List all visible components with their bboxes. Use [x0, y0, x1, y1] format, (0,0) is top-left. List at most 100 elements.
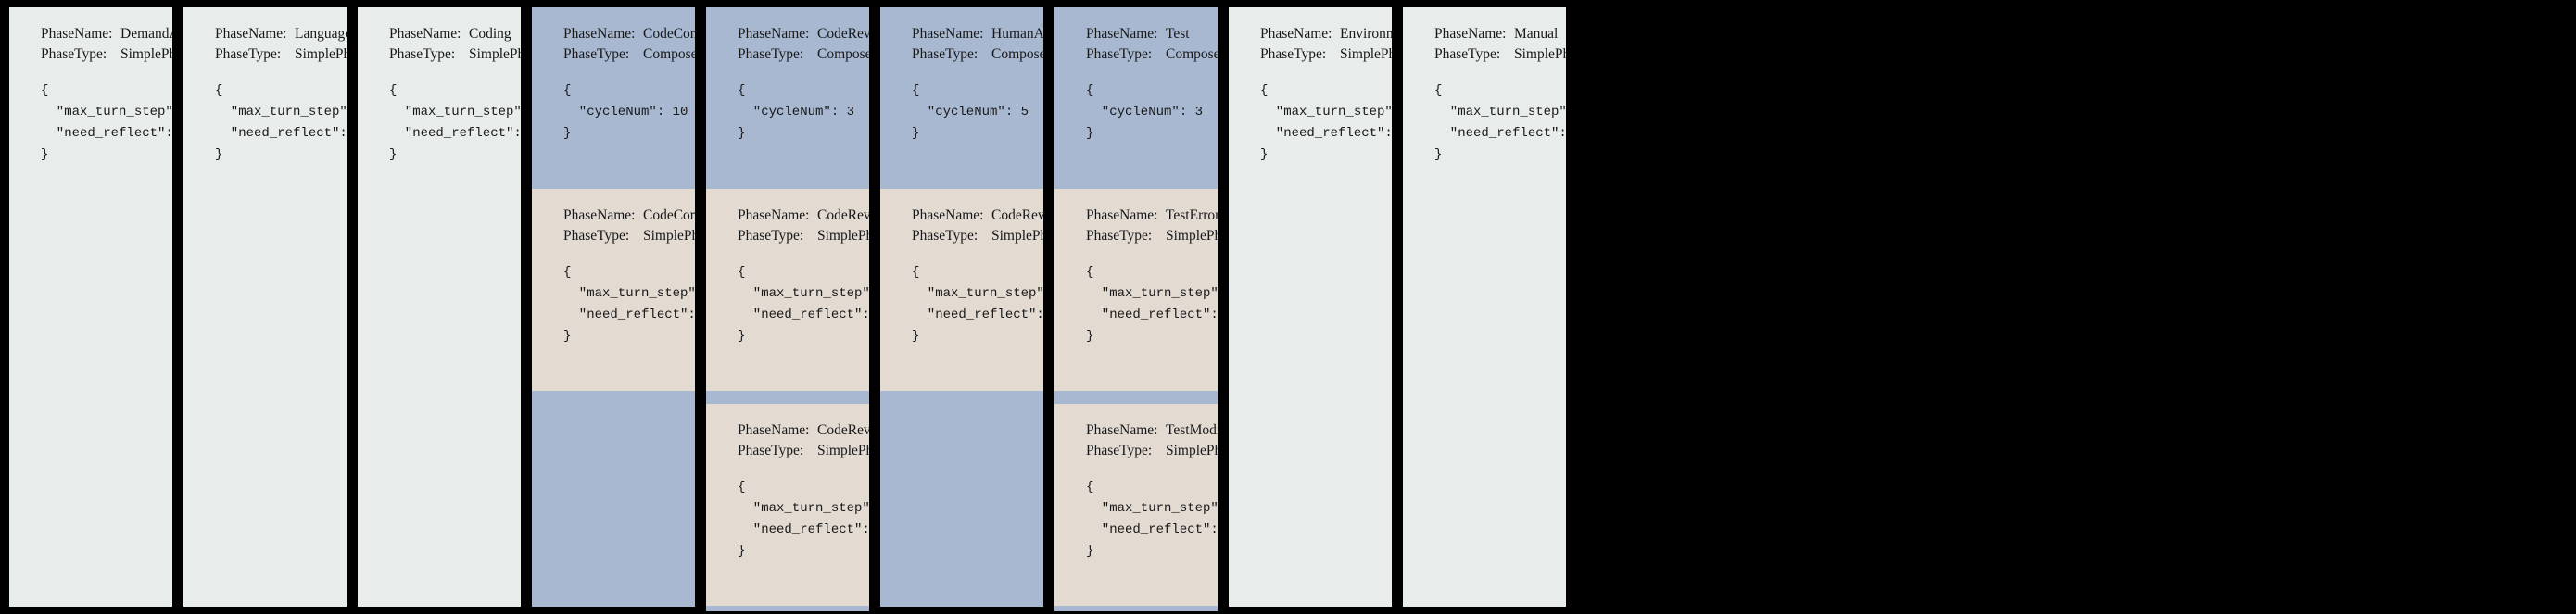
json-line: { [738, 265, 746, 280]
json-line: "max_turn_step": 1, [578, 285, 695, 301]
phase-config-json: { "max_turn_step": 1, "need_reflect": "F… [1086, 262, 1218, 347]
phase-meta-value-type: SimplePhase [295, 46, 347, 62]
phase-column-languagechoose[interactable]: PhaseName:LanguageChoosePhaseType:Simple… [183, 7, 347, 607]
phase-meta-value-type: ComposedPhase [643, 46, 695, 62]
phase-meta-label-name: PhaseName: [1086, 207, 1158, 223]
json-line: { [1434, 83, 1443, 98]
sub-phase-card-codecomplete[interactable]: PhaseName:CodeCompletePhaseType:SimplePh… [532, 189, 695, 391]
phase-meta-label-type: PhaseType: [738, 443, 804, 458]
phase-config-json: { "max_turn_step": 1, "need_reflect": "F… [1086, 477, 1218, 562]
json-line: } [389, 146, 398, 162]
phase-meta-value-type: SimplePhase [1514, 46, 1566, 62]
json-line: "max_turn_step": 1, [404, 104, 521, 119]
phase-meta-label-type: PhaseType: [912, 46, 979, 62]
phase-meta-label-name: PhaseName: [738, 207, 810, 223]
phase-column-environmentdoc[interactable]: PhaseName:EnvironmentDocPhaseType:Simple… [1229, 7, 1392, 607]
phase-meta-label-name: PhaseName: [563, 26, 636, 42]
sub-phase-card-codereviewmodification[interactable]: PhaseName:CodeReviewModificationPhaseTyp… [706, 404, 869, 606]
phase-meta-row-name: PhaseName:Manual [1434, 24, 1566, 44]
phase-meta-value-name: CodeReview [817, 26, 869, 42]
phase-meta-value-type: ComposedPhase [817, 46, 869, 62]
json-line: } [215, 146, 223, 162]
phase-meta-row-type: PhaseType:SimplePhase [1086, 226, 1218, 246]
column-separator [172, 7, 183, 607]
phase-config-json: { "cycleNum": 10} [563, 81, 695, 144]
json-line: "max_turn_step": 1, [1275, 104, 1392, 119]
json-line: } [738, 543, 746, 558]
phase-meta-value-type: SimplePhase [817, 228, 869, 244]
phase-meta-value-type: SimplePhase [817, 443, 869, 458]
json-line: "cycleNum": 5 [912, 104, 1029, 119]
phase-meta-row-type: PhaseType: SimplePhase [738, 441, 869, 461]
simple-phase-card[interactable]: PhaseName:DemandAnalysisPhaseType: Simple… [9, 7, 172, 607]
phase-meta-row-type: PhaseType:SimplePhase [1086, 441, 1218, 461]
phase-meta-row-name: PhaseName:DemandAnalysis [41, 24, 172, 44]
phase-meta-row-name: PhaseName:CodeComplete [563, 206, 695, 226]
simple-phase-card[interactable]: PhaseName:LanguageChoosePhaseType:Simple… [183, 7, 347, 607]
column-separator [869, 7, 880, 607]
json-line: "max_turn_step": 1, [1101, 500, 1218, 516]
phase-meta-row-type: PhaseType:SimplePhase [215, 44, 347, 65]
column-separator [347, 7, 358, 607]
phase-column-codecompleteall[interactable]: PhaseName: CodeCompleteAllPhaseType: Compo… [532, 7, 695, 607]
json-line: "need_reflect": "False" [752, 521, 869, 537]
phase-meta-row-name: PhaseName:TestModification [1086, 420, 1218, 441]
phase-meta-label-type: PhaseType: [389, 46, 456, 62]
json-line: } [1260, 146, 1269, 162]
json-line: "max_turn_step": 1, [752, 500, 869, 516]
json-line: "need_reflect": "True" [1275, 125, 1392, 141]
phase-meta-value-type: ComposedPhase [1166, 46, 1218, 62]
phase-meta-value-type: SimplePhase [991, 228, 1043, 244]
json-line: "need_reflect": "False" [1101, 521, 1218, 537]
phase-meta-value-type: ComposedPhase [991, 46, 1043, 62]
column-separator [1392, 7, 1403, 607]
phase-column-demandanalysis[interactable]: PhaseName:DemandAnalysisPhaseType: Simple… [9, 7, 172, 607]
composed-phase-card[interactable]: PhaseName:CodeCompleteAllPhaseType:Compo… [532, 7, 695, 189]
phase-meta-label-type: PhaseType: [1086, 228, 1153, 244]
json-line: "need_reflect": "False" [1449, 125, 1566, 141]
phase-meta-value-name: Coding [469, 26, 511, 42]
json-line: } [1086, 125, 1094, 141]
json-line: } [738, 328, 746, 344]
phase-meta-row-name: PhaseName:LanguageChoose [215, 24, 347, 44]
phase-meta-label-type: PhaseType: [41, 46, 107, 62]
sub-phase-card-testmodification[interactable]: PhaseName:TestModificationPhaseType:Simp… [1054, 404, 1218, 606]
composed-phase-card[interactable]: PhaseName:CodeReviewPhaseType:ComposedPh… [706, 7, 869, 189]
phase-meta-value-name: CodeCompleteAll [643, 26, 695, 42]
phase-meta-label-type: PhaseType: [1086, 443, 1153, 458]
phase-config-json: { "max_turn_step": -1, "need_reflect": "… [215, 81, 347, 166]
phase-meta-row-type: PhaseType:SimplePhase [912, 226, 1043, 246]
simple-phase-card[interactable]: PhaseName:EnvironmentDocPhaseType:Simple… [1229, 7, 1392, 607]
phase-meta-value-type: SimplePhase [120, 46, 172, 62]
json-line: { [215, 83, 223, 98]
phase-meta-label-name: PhaseName: [1086, 422, 1158, 438]
phase-meta-row-type: PhaseType:ComposedPhase [738, 44, 869, 65]
composed-phase-tail-strip [532, 391, 695, 607]
phase-meta-label-type: PhaseType: [563, 228, 630, 244]
json-line: "cycleNum": 10 [563, 104, 688, 119]
phase-column-humanagentinteraction[interactable]: PhaseName:HumanAgentInteractionPhaseType… [880, 7, 1043, 607]
phase-config-json: { "cycleNum": 3} [1086, 81, 1218, 144]
phase-meta-label-name: PhaseName: [738, 422, 810, 438]
json-line: "max_turn_step": -1, [56, 104, 172, 119]
phase-meta-row-type: PhaseType:SimplePhase [389, 44, 521, 65]
json-line: } [912, 328, 920, 344]
phase-column-codereview[interactable]: PhaseName:CodeReviewPhaseType:ComposedPh… [706, 7, 869, 611]
json-line: { [1086, 83, 1094, 98]
sub-phase-card-codereviewhuman[interactable]: PhaseName:CodeReviewHumanPhaseType:Simpl… [880, 189, 1043, 391]
phase-meta-row-type: PhaseType:SimplePhase [1434, 44, 1566, 65]
composed-phase-card[interactable]: PhaseName:HumanAgentInteractionPhaseType… [880, 7, 1043, 189]
phase-meta-label-type: PhaseType: [1260, 46, 1327, 62]
sub-phase-card-testerrorsummary[interactable]: PhaseName:TestErrorSummaryPhaseType:Simp… [1054, 189, 1218, 391]
sub-phase-card-codereviewcomment[interactable]: PhaseName:CodeReviewCommentPhaseType:Sim… [706, 189, 869, 391]
json-line: { [912, 83, 920, 98]
phase-meta-row-type: PhaseType:SimplePhase [1260, 44, 1392, 65]
json-line: "max_turn_step": 1, [1101, 285, 1218, 301]
